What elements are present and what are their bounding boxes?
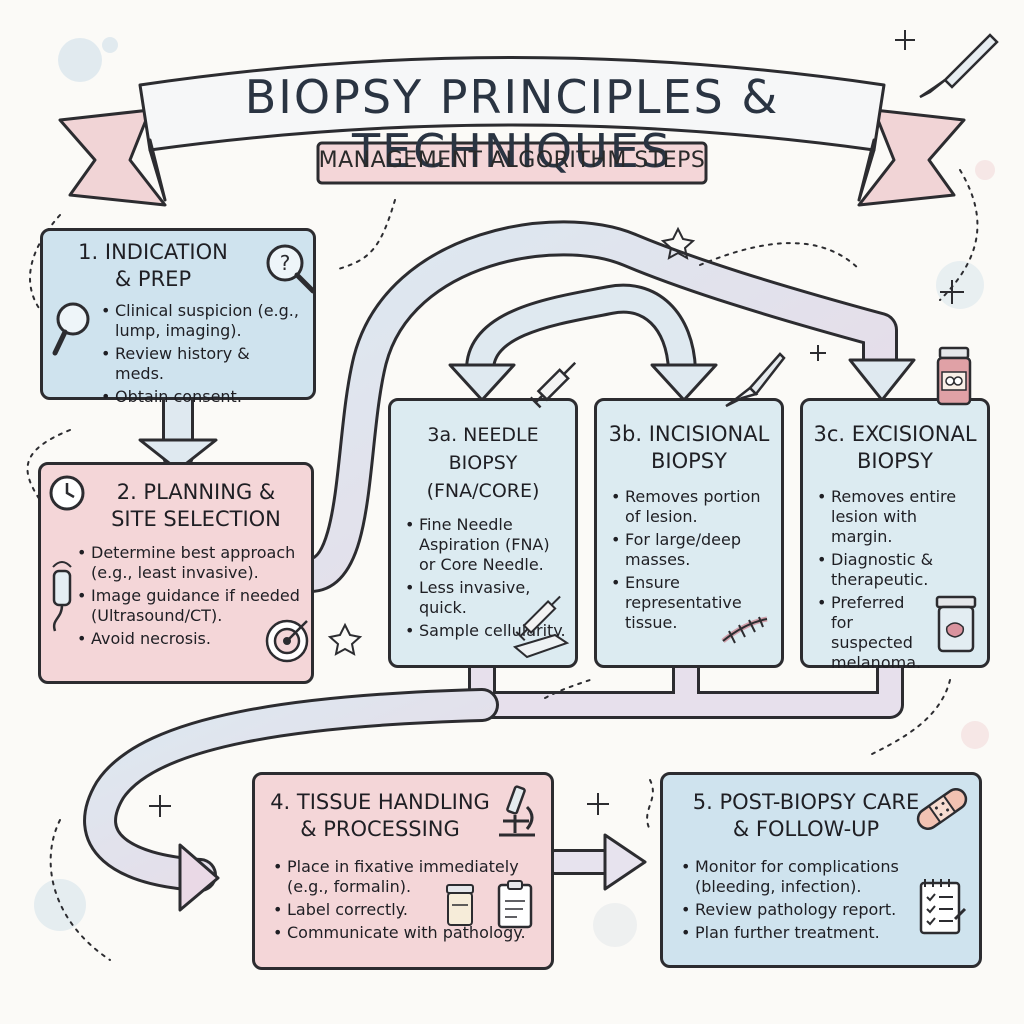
step-bullet: Less invasive, quick.	[405, 578, 567, 618]
step-title-line: BIOPSY	[651, 449, 727, 473]
title-banner	[58, 56, 966, 207]
bandage-icon	[916, 787, 968, 831]
step-1-indication-prep: 1. INDICATION & PREP Clinical suspicion …	[40, 228, 316, 407]
step-title-line: 3b. INCISIONAL	[608, 422, 770, 446]
step-title-line: (FNA/CORE)	[426, 480, 540, 502]
flow-arrows	[83, 220, 916, 912]
syringe-slide-icon	[512, 595, 570, 659]
scalpel-icon	[725, 352, 786, 408]
step-bullet: Image guidance if needed (Ultrasound/CT)…	[77, 586, 301, 626]
svg-text:?: ?	[280, 251, 291, 275]
step-bullet: Preferred for suspected melanoma.	[817, 593, 981, 673]
step-title-line: 1. INDICATION	[78, 240, 228, 264]
step-bullet: Review pathology report.	[681, 900, 971, 920]
step-5-post-biopsy-care-follow-up: 5. POST-BIOPSY CARE & FOLLOW-UP Monitor …	[660, 772, 982, 968]
sparkles	[149, 30, 964, 817]
magnifying-glass-icon	[52, 302, 90, 356]
step-bullet: For large/deep masses.	[611, 530, 773, 570]
step-bullet: Diagnostic & therapeutic.	[817, 550, 981, 590]
syringe-icon	[529, 361, 577, 409]
step-title-line: SITE SELECTION	[111, 507, 281, 531]
step-bullet: Plan further treatment.	[681, 923, 971, 943]
page-title: BIOPSY PRINCIPLES & TECHNIQUES	[244, 70, 780, 178]
step-3a-needle-biopsy: 3a. NEEDLE BIOPSY (FNA/CORE) Fine Needle…	[388, 398, 578, 668]
step-2-planning-site-selection: 2. PLANNING & SITE SELECTION Determine b…	[38, 462, 314, 684]
step-title-line: & PROCESSING	[300, 817, 460, 841]
step-bullet: Clinical suspicion (e.g., lump, imaging)…	[101, 301, 303, 341]
step-title-line: 5. POST-BIOPSY CARE	[692, 790, 920, 814]
step-bullet: Communicate with pathology.	[273, 923, 543, 943]
medicine-bottle-icon	[936, 346, 972, 406]
step-title-line: 3c. EXCISIONAL	[813, 422, 977, 446]
step-bullet: Label correctly.	[273, 900, 543, 920]
step-title-line: 2. PLANNING &	[116, 480, 276, 504]
step-bullet: Place in fixative immediately (e.g., for…	[273, 857, 543, 897]
clipboard-icon	[497, 880, 533, 929]
step-bullet: Removes portion of lesion.	[611, 487, 773, 527]
step-title-line: & PREP	[114, 267, 192, 291]
step-title-line: 4. TISSUE HANDLING	[270, 790, 490, 814]
step-3c-excisional-biopsy: 3c. EXCISIONAL BIOPSY Removes entire les…	[800, 398, 990, 672]
ultrasound-probe-icon	[52, 561, 72, 632]
step-3b-incisional-biopsy: 3b. INCISIONAL BIOPSY Removes portion of…	[594, 398, 784, 668]
clock-icon	[49, 475, 85, 511]
page-subtitle: MANAGEMENT ALGORITHM STEPS	[318, 148, 706, 173]
target-icon	[265, 619, 309, 663]
specimen-jar-icon	[446, 884, 474, 926]
step-bullet: Ensure representative tissue.	[611, 573, 773, 633]
step-title-line: & FOLLOW-UP	[732, 817, 880, 841]
specimen-jar-icon	[935, 595, 977, 653]
watercolor-splashes	[34, 37, 995, 947]
step-title-line: 3a. NEEDLE BIOPSY	[427, 424, 539, 474]
sutured-incision-icon	[721, 616, 768, 644]
step-bullet: Monitor for complications (bleeding, inf…	[681, 857, 971, 897]
checklist-icon	[919, 879, 967, 935]
step-bullet: Fine Needle Aspiration (FNA) or Core Nee…	[405, 515, 567, 575]
microscope-icon	[499, 785, 535, 837]
step-bullet: Review history & meds.	[101, 344, 303, 384]
question-magnifier-icon: ?	[266, 244, 316, 294]
step-4-tissue-handling-processing: 4. TISSUE HANDLING & PROCESSING Place in…	[252, 772, 554, 970]
scalpel-corner-icon	[919, 33, 999, 99]
step-bullet: Avoid necrosis.	[77, 629, 301, 649]
step-bullet: Removes entire lesion with margin.	[817, 487, 981, 547]
step-bullet: Obtain consent.	[101, 387, 303, 407]
step-bullet: Determine best approach (e.g., least inv…	[77, 543, 301, 583]
subtitle-banner	[316, 141, 708, 185]
step-title-line: BIOPSY	[857, 449, 933, 473]
